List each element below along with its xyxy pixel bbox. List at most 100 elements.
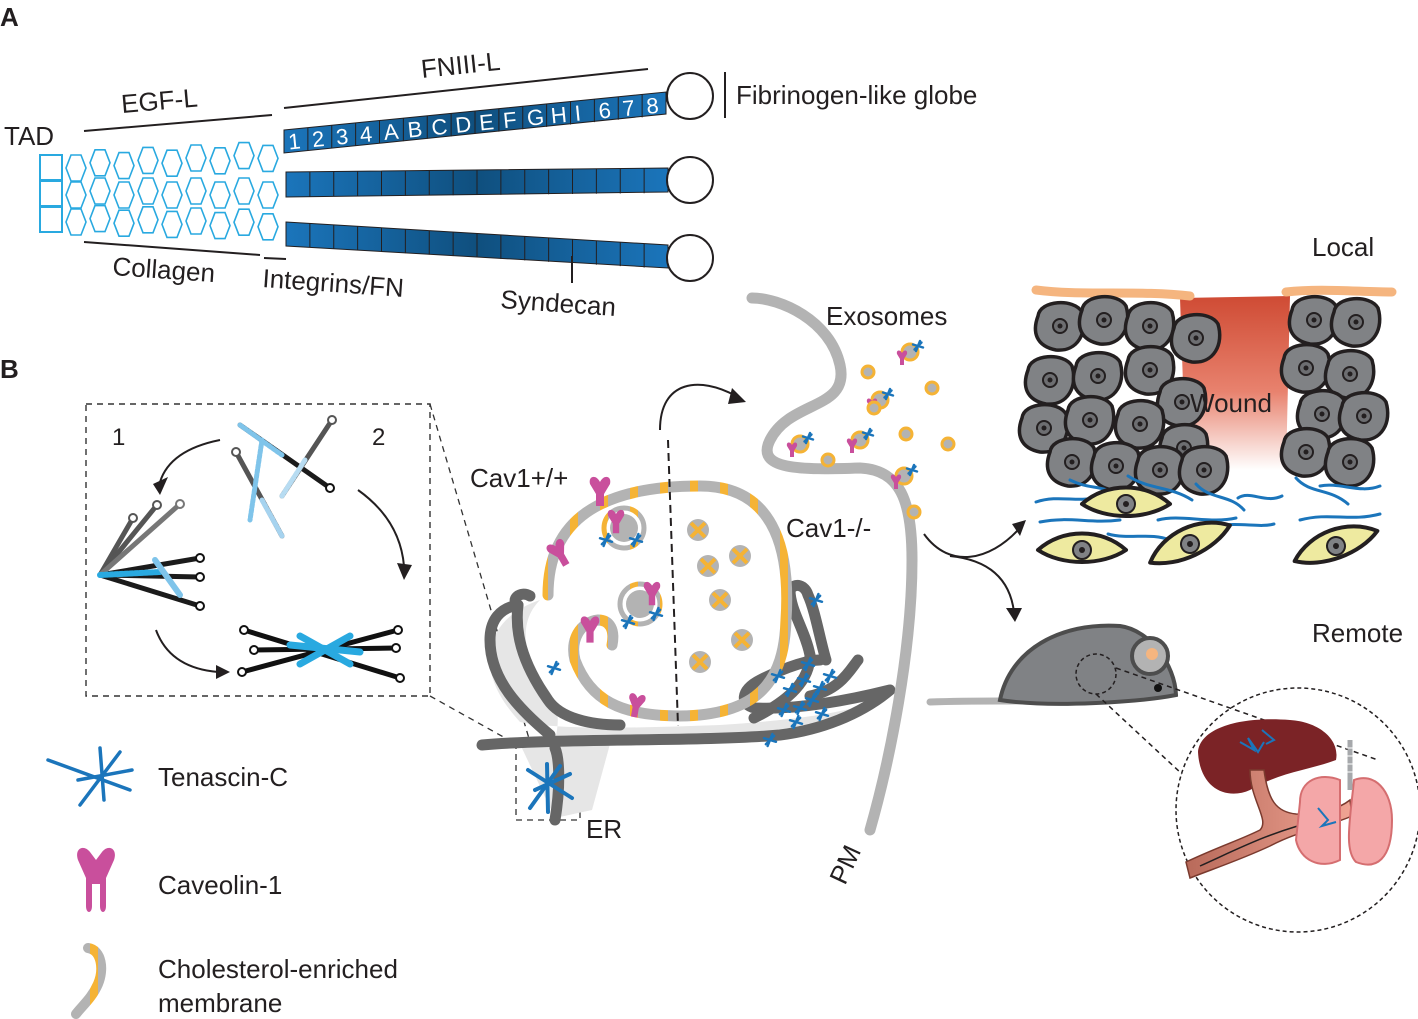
egf-hexagon [185,177,207,205]
tenascin-star [762,732,778,748]
intraluminal-vesicle [709,589,731,611]
hexabrachion-assembly-inset: 1 2 [85,403,431,697]
epithelial-cell [1045,436,1098,488]
caveolin-marker [607,509,625,534]
exosome [924,380,940,396]
tenascin-star [796,672,812,688]
local-tissue: Local Wound [1017,232,1397,566]
intraluminal-vesicle [697,555,719,577]
exosome [820,452,836,468]
legend-tenascin: Tenascin-C [158,762,288,792]
egf-hexagon [65,208,87,236]
fniii-domain-label: D [454,111,472,137]
tenascin-fiber [1126,474,1194,502]
fniii-domain-label: 4 [359,121,374,147]
epithelial-cell [1023,354,1076,406]
macrophage [1080,485,1172,518]
fniii-domain-label: 6 [597,98,612,124]
legend-caveolin: Caveolin-1 [158,870,282,900]
egf-hexagon [233,141,255,170]
epithelial-cell [1123,300,1176,352]
epithelial-cell [1063,394,1116,446]
legend-cholesterol-icon [71,943,107,1019]
egf-hexagon [65,181,87,209]
tenascin-star [801,431,815,445]
caveolin-marker [846,438,858,453]
epithelial-cell [1113,398,1166,450]
tenascin-star [808,592,824,608]
exosome [896,339,925,365]
tenascin-star [822,668,838,684]
epithelial-cell [1089,440,1142,492]
caveolin-marker [786,442,798,457]
integrins-label: Integrins/FN [262,263,405,303]
epithelial-cell [1155,376,1208,428]
egf-like-hexagons [65,141,279,241]
epithelial-cell [1017,402,1070,454]
tenascin-star [788,714,804,730]
intraluminal-vesicle [729,545,751,567]
egf-hexagon [209,181,231,209]
fniii-domain-label: 7 [621,95,636,121]
fniii-domain-label: E [478,109,495,135]
egf-hexagon [113,151,135,180]
caveolin-marker [589,476,611,506]
egf-hexagon [113,181,135,209]
epithelial-cell [1169,312,1222,364]
fniii-label: FNIII-L [419,46,501,84]
legend-cholesterol-line2: membrane [158,988,282,1018]
exosome [940,436,956,452]
egf-hexagon [233,208,255,236]
tenascin-star [881,387,895,401]
tenascin-star [792,700,808,716]
epithelial-cell [1279,426,1332,478]
globe-label: Fibrinogen-like globe [736,80,977,110]
wound-label: Wound [1190,388,1272,418]
remote-mouse: Remote [926,618,1418,933]
intraluminal-vesicle [689,651,711,673]
tenascin-fiber [1038,518,1122,524]
fniii-domain-label: 8 [645,93,660,119]
egf-hexagon [89,177,111,205]
tenascin-fiber [1156,516,1238,522]
remote-label: Remote [1312,618,1403,648]
tenascin-star [812,680,828,696]
panel-b: B 1 2 [0,232,1418,1019]
caveolin-marker [890,474,902,489]
epithelial-cell [1071,350,1124,402]
caveolin-marker [629,693,646,718]
epithelial-cell [1279,342,1332,394]
egf-hexagon [161,149,183,177]
syndecan-label: Syndecan [500,284,617,322]
egf-hexagon [257,213,279,241]
caveolin-marker [643,581,661,606]
tenascin-star [861,427,875,441]
exosome [860,364,876,380]
intraluminal-vesicle [731,629,753,651]
exosomes-label: Exosomes [826,301,947,331]
egf-hexagon [257,144,279,173]
fniii-domain-label: H [550,102,568,128]
fniii-domain-label: I [574,100,583,125]
epithelial-cell [1329,296,1382,348]
tenascin-star [911,339,925,353]
egf-hexagon [161,210,183,239]
epithelial-cell [1077,294,1130,346]
exosome [866,400,882,416]
fniii-arm-middle [285,167,669,198]
fniii-domain-label: F [502,107,518,133]
tenascin-fiber [1294,476,1350,506]
tenascin-fiber [1236,493,1284,501]
exosome [898,426,914,442]
egf-hexagon [137,146,159,175]
collagen-label: Collagen [112,251,216,288]
exosomes [786,339,956,520]
panel-a-label: A [0,2,19,32]
fniii-arm-bottom [285,221,669,269]
caveolin-marker [546,538,570,567]
tenascin-star [804,692,820,708]
legend: Tenascin-C Caveolin-1 Cholesterol-enrich… [46,746,398,1019]
legend-tenascin-icon [46,746,134,807]
